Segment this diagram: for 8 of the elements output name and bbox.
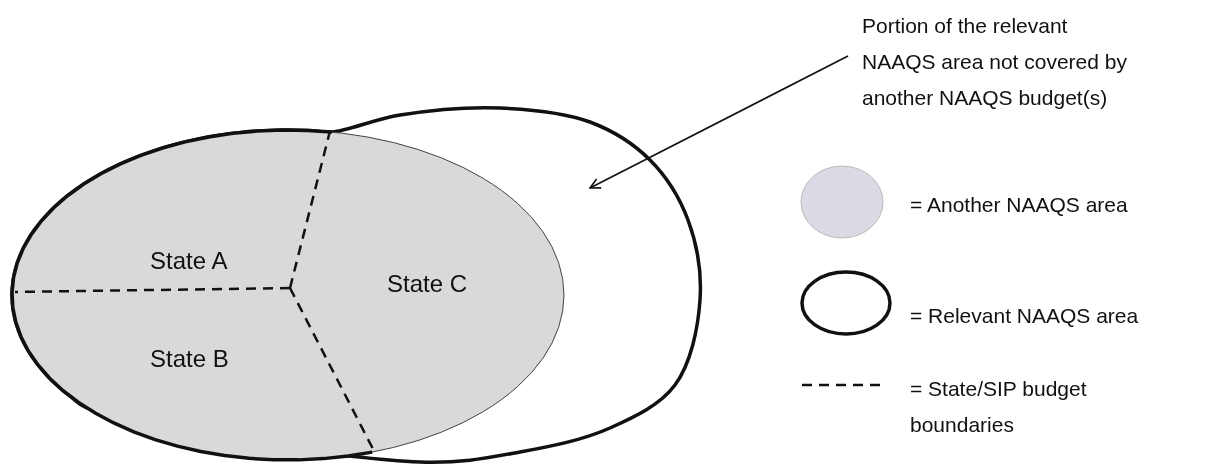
callout-text: Portion of the relevant NAAQS area not covered by another NAAQS budget(s) (862, 13, 1128, 111)
arrow (589, 55, 849, 189)
legend-text: = Relevant NAAQS area (910, 303, 1140, 329)
state-label: State C (387, 270, 468, 298)
legend-text: = State/SIP budget boundaries (910, 376, 1088, 438)
state-label: State A (150, 247, 228, 275)
legend-text: = Another NAAQS area (910, 192, 1129, 218)
state-label: State B (150, 345, 229, 373)
